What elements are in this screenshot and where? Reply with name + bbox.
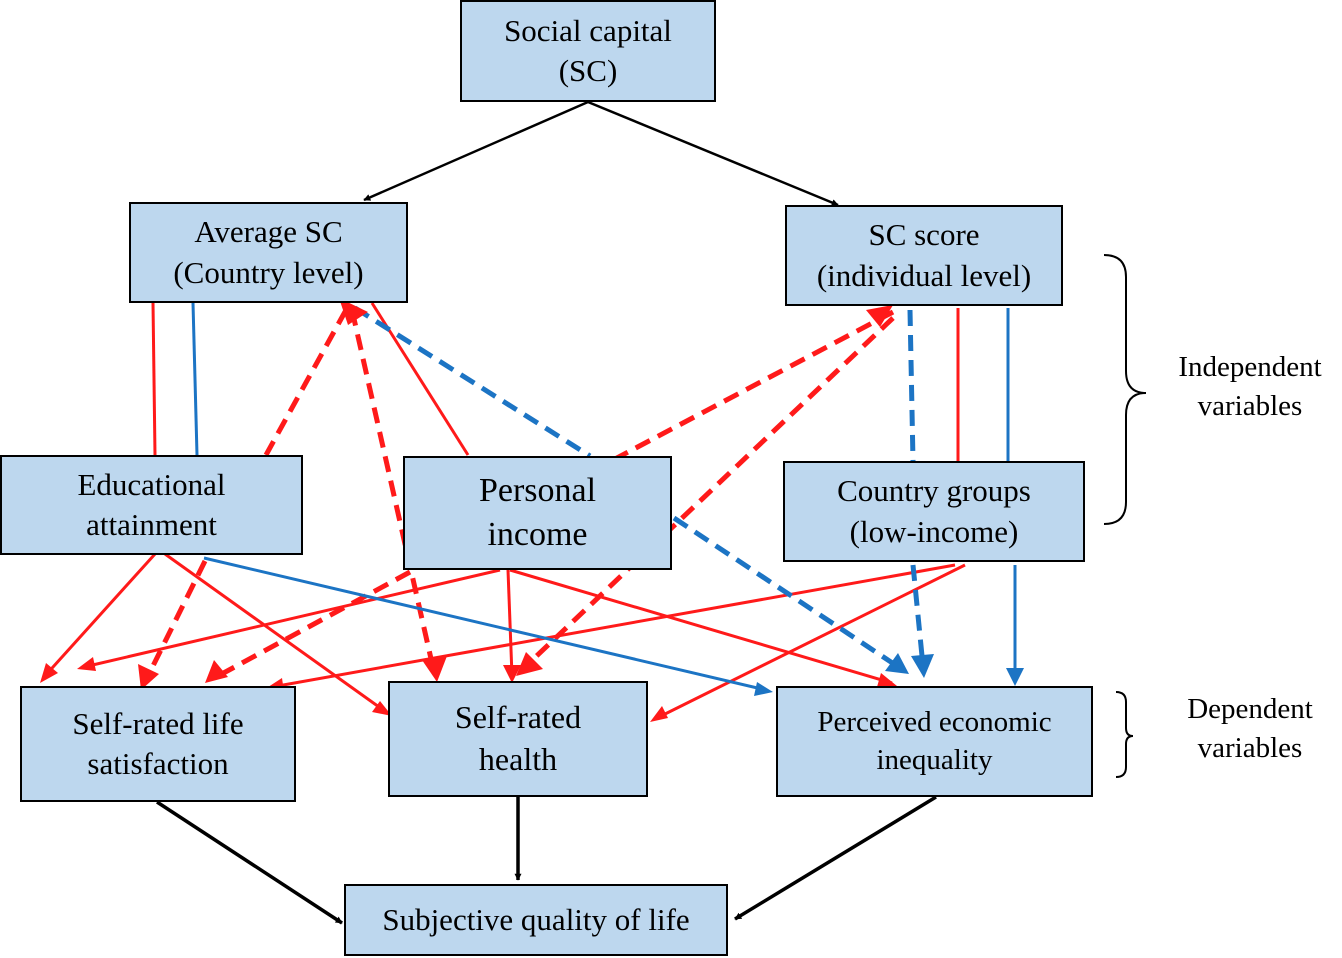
edge-avg-sc-edu-red bbox=[151, 302, 157, 456]
node-economic-inequality: Perceived economic inequality bbox=[776, 686, 1093, 797]
node-country-groups: Country groups (low-income) bbox=[783, 461, 1085, 562]
black-paths bbox=[363, 100, 839, 207]
edge-income-health-red bbox=[506, 569, 514, 677]
arrowhead bbox=[205, 660, 228, 683]
node-label: income bbox=[487, 516, 588, 553]
edge-income-life-red bbox=[83, 568, 501, 669]
dependent-variables-label: Dependent variables bbox=[1160, 690, 1340, 768]
edge-sc-to-sc-score bbox=[587, 100, 839, 207]
independent-variables-brace bbox=[1103, 254, 1147, 525]
arrowhead bbox=[503, 665, 521, 683]
edge-income-inequality-red bbox=[509, 568, 893, 685]
node-label: attainment bbox=[86, 507, 217, 542]
edge-avg-sc-health-dashed bbox=[349, 309, 437, 673]
arrowhead bbox=[911, 654, 934, 678]
independent-variables-label: Independent variables bbox=[1160, 348, 1340, 426]
edge-life-satisfaction-to-qol bbox=[156, 800, 343, 925]
edge-sc-score-country-dashed bbox=[907, 309, 916, 462]
arrowhead bbox=[754, 682, 773, 696]
black-paths-bold bbox=[156, 795, 937, 925]
arrowhead bbox=[138, 664, 159, 690]
arrowhead bbox=[339, 298, 368, 325]
group-label: variables bbox=[1197, 732, 1303, 765]
node-label: Average SC bbox=[194, 214, 343, 250]
red-arrowheads bbox=[40, 298, 897, 722]
arrowhead bbox=[422, 656, 447, 682]
node-label: (individual level) bbox=[816, 257, 1032, 293]
red-solid-paths bbox=[42, 302, 966, 720]
node-label: SC score bbox=[868, 217, 980, 253]
edge-sc-score-income-dashed bbox=[611, 309, 895, 463]
edge-sc-to-average-sc bbox=[363, 100, 589, 202]
edge-inequality-to-qol bbox=[734, 795, 937, 921]
arrowhead bbox=[516, 652, 543, 676]
edge-avg-sc-inequality-dashed-2 bbox=[672, 515, 902, 671]
arrowhead bbox=[1006, 668, 1024, 686]
blue-dashed-paths bbox=[353, 305, 926, 671]
node-label: health bbox=[478, 741, 558, 777]
arrowhead bbox=[877, 673, 897, 687]
node-quality-of-life: Subjective quality of life bbox=[344, 884, 728, 956]
arrowhead bbox=[885, 653, 909, 674]
node-label: Perceived economic bbox=[817, 705, 1052, 738]
arrowhead bbox=[372, 701, 392, 716]
group-label: Independent bbox=[1178, 351, 1322, 383]
node-average-sc: Average SC (Country level) bbox=[129, 202, 408, 303]
node-life-satisfaction: Self-rated life satisfaction bbox=[20, 686, 296, 802]
edge-edu-inequality-blue bbox=[203, 556, 767, 692]
dependent-variables-brace bbox=[1115, 691, 1134, 778]
node-label: Social capital bbox=[504, 12, 672, 48]
node-label: Subjective quality of life bbox=[382, 901, 690, 937]
blue-arrowheads bbox=[754, 653, 1024, 696]
node-self-rated-health: Self-rated health bbox=[388, 681, 648, 797]
arrowhead bbox=[40, 663, 58, 683]
edge-country-inequality-dashed bbox=[910, 564, 926, 667]
node-sc-score: SC score (individual level) bbox=[785, 205, 1063, 306]
node-label: inequality bbox=[876, 743, 993, 776]
edge-edu-life-red bbox=[42, 552, 157, 679]
node-educational-attainment: Educational attainment bbox=[0, 455, 303, 555]
edge-income-life-dashed bbox=[216, 569, 412, 679]
arrowhead bbox=[77, 657, 96, 671]
arrowhead bbox=[866, 305, 893, 327]
node-label: Country groups bbox=[837, 473, 1031, 509]
node-personal-income: Personal income bbox=[403, 456, 672, 570]
node-label: satisfaction bbox=[87, 746, 229, 781]
group-label: Dependent bbox=[1187, 693, 1313, 725]
edge-edu-life-dashed bbox=[143, 559, 208, 682]
node-label: Self-rated bbox=[454, 699, 582, 736]
node-label: Educational bbox=[77, 466, 226, 502]
edge-avg-sc-inequality-dashed bbox=[353, 305, 592, 459]
edge-country-life-red bbox=[271, 563, 956, 689]
node-label: Personal bbox=[478, 471, 597, 509]
arrowhead bbox=[650, 706, 668, 722]
edge-sc-score-health-dashed bbox=[523, 316, 895, 669]
node-label: (Country level) bbox=[173, 254, 364, 290]
red-dashed-paths bbox=[143, 308, 895, 682]
edge-avg-sc-edu-blue bbox=[191, 302, 199, 456]
blue-solid-paths bbox=[191, 302, 1017, 692]
node-social-capital: Social capital (SC) bbox=[460, 0, 716, 102]
edge-avg-sc-edu-dashed bbox=[263, 308, 349, 457]
node-label: (SC) bbox=[558, 53, 618, 88]
group-label: variables bbox=[1197, 390, 1303, 423]
edge-edu-health-red bbox=[164, 552, 387, 714]
node-label: Self-rated life bbox=[72, 705, 244, 741]
node-label: (low-income) bbox=[849, 513, 1019, 549]
